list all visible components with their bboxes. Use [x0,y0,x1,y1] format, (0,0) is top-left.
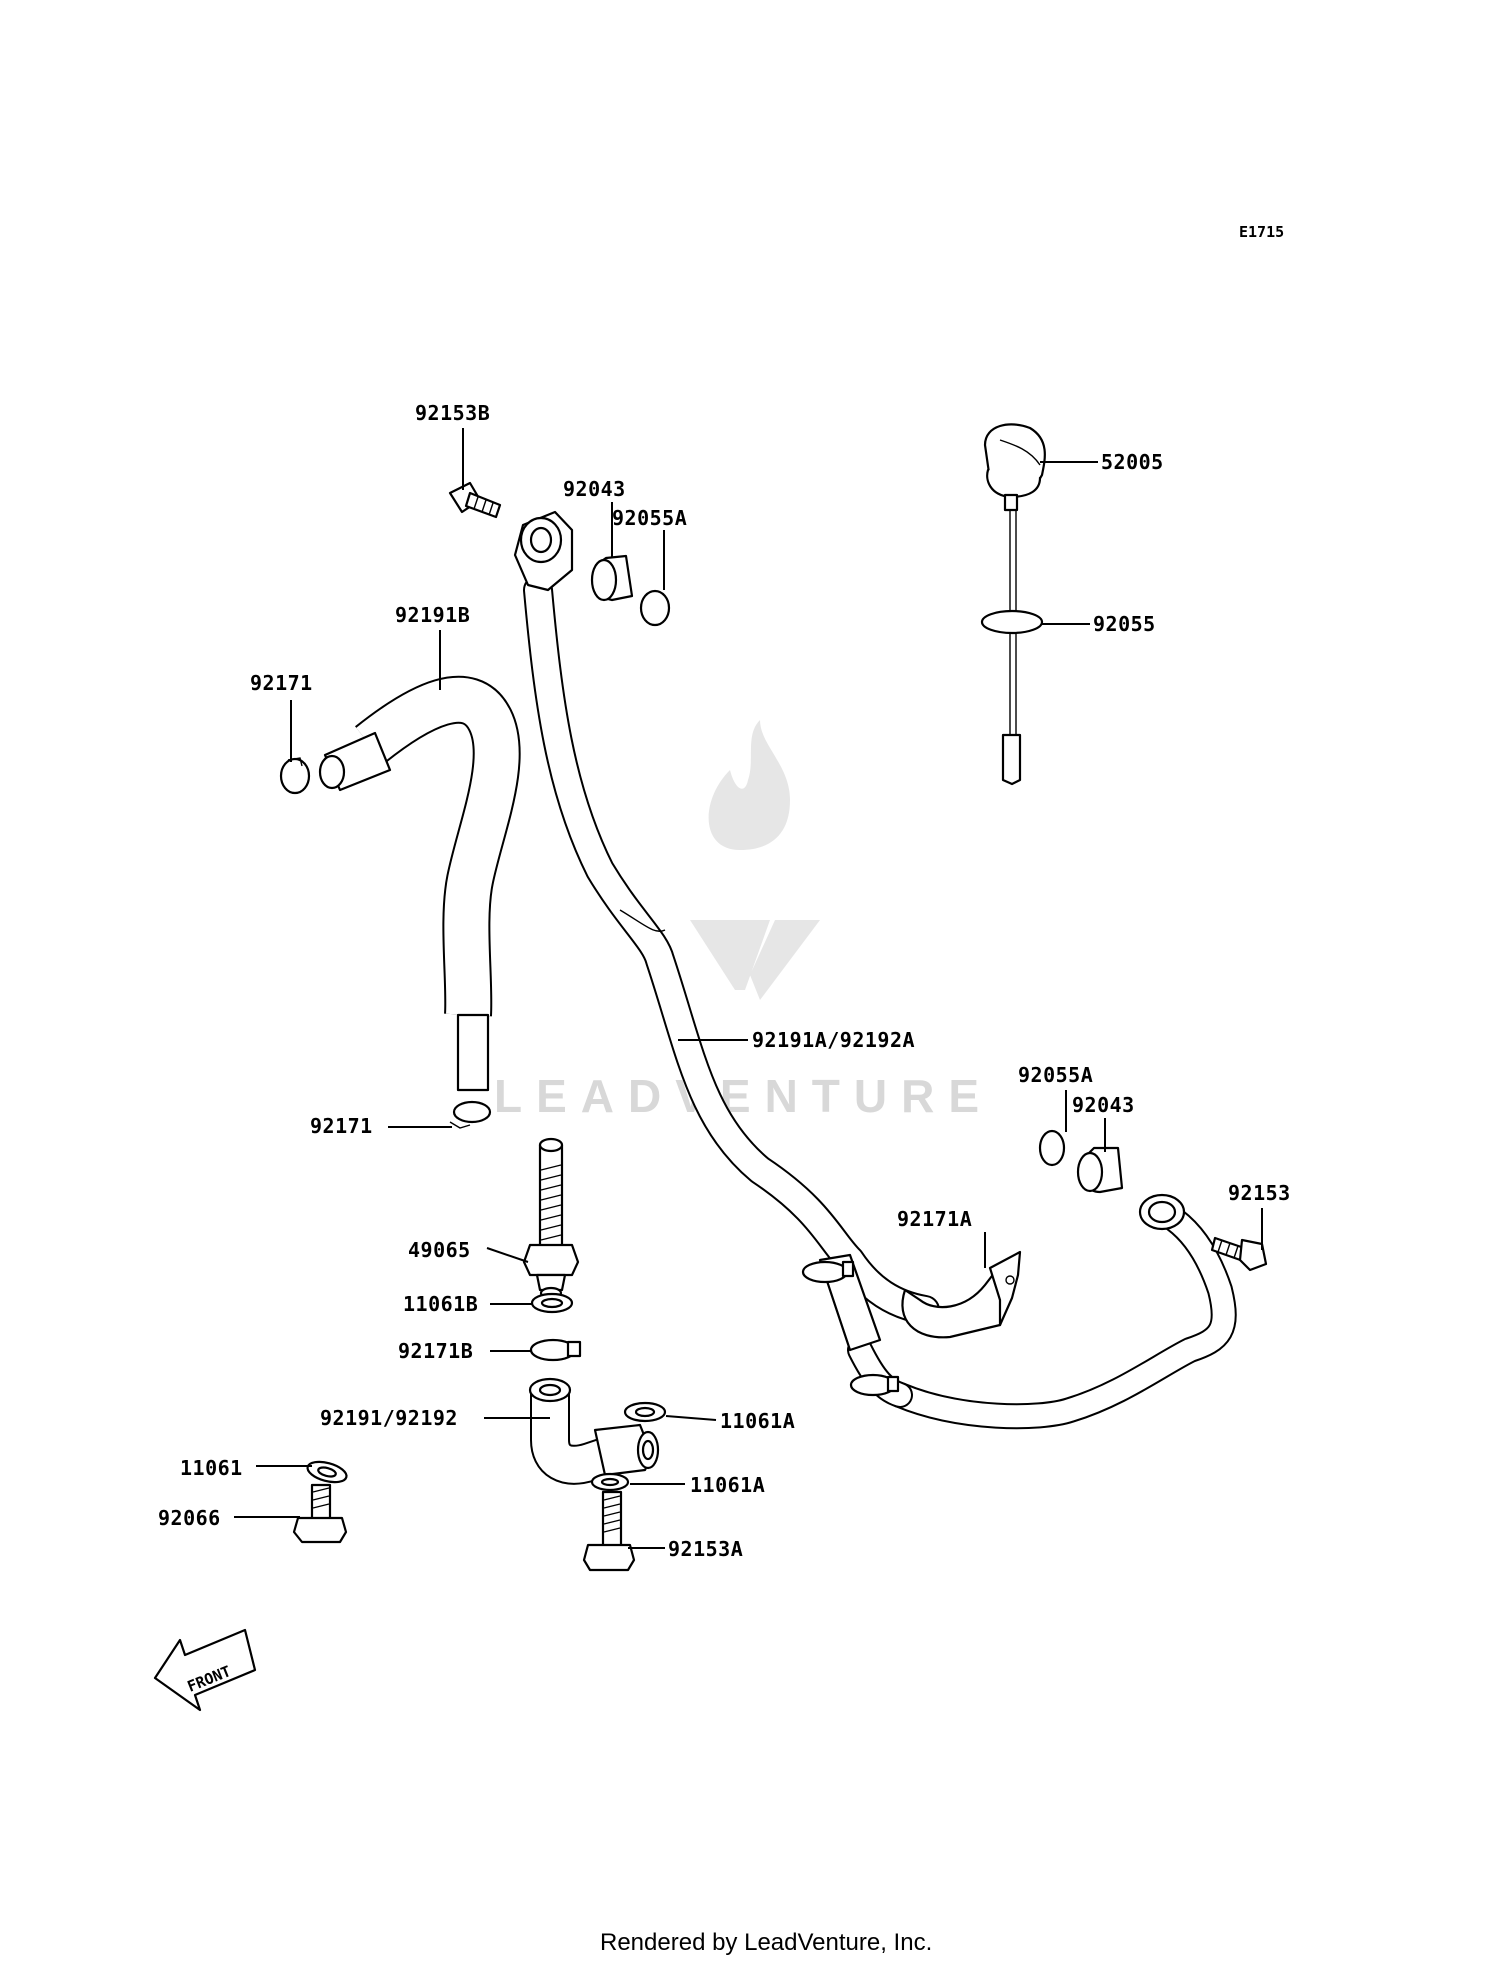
bolt-92066 [292,1483,348,1544]
footer-credit: Rendered by LeadVenture, Inc. [600,1929,932,1956]
oring-92055A-right [1038,1129,1066,1167]
front-arrow: FRONT [153,1628,257,1712]
dipstick-52005 [983,423,1046,786]
oring-92055 [980,609,1044,635]
hose-92191B [318,675,521,1092]
label-92191A: 92191A/92192A [752,1028,915,1052]
bolt-92153A [582,1490,636,1572]
label-92055: 92055 [1093,612,1156,636]
label-11061A-b: 11061A [690,1473,765,1497]
clamp-92171B [529,1338,582,1362]
bolt-92153B [448,481,502,519]
label-92055A-right: 92055A [1018,1063,1093,1087]
washer-11061A-bottom [590,1472,630,1492]
label-92171-top: 92171 [250,671,313,695]
diagram-code: E1715 [1239,223,1284,241]
label-11061: 11061 [180,1456,243,1480]
label-92171-low: 92171 [310,1114,373,1138]
watermark-text: LEADVENTURE [494,1070,993,1122]
clamp-92171A [901,1250,1022,1339]
washer-11061 [306,1460,348,1484]
label-92055A-top: 92055A [612,506,687,530]
leader-lines [234,428,1263,1549]
watermark: LEADVENTURE [494,720,993,1122]
label-52005: 52005 [1101,450,1164,474]
flame-icon [708,720,790,850]
label-92171A: 92171A [897,1207,972,1231]
hose-92191A [513,510,1237,1430]
label-11061B: 11061B [403,1292,478,1316]
v-logo-icon [690,920,820,1000]
clamp-92171-top [279,757,311,795]
collar-92043-right [1076,1146,1124,1194]
label-92191B: 92191B [395,603,470,627]
label-49065: 49065 [408,1238,471,1262]
label-92171B: 92171B [398,1339,473,1363]
label-92066: 92066 [158,1506,221,1530]
label-92153A: 92153A [668,1537,743,1561]
clamp-92171-low [449,1100,492,1129]
oring-92055A-top [639,589,671,627]
fitting-49065 [522,1137,580,1300]
bolt-92153 [1210,1236,1268,1272]
label-92191: 92191/92192 [320,1406,458,1430]
label-92153B: 92153B [415,401,490,425]
label-92153: 92153 [1228,1181,1291,1205]
label-92043-top: 92043 [563,477,626,501]
label-92043-right: 92043 [1072,1093,1135,1117]
label-11061A-a: 11061A [720,1409,795,1433]
collar-92043-top [590,554,634,602]
washer-11061B [530,1292,574,1314]
hose-92191 [528,1377,660,1485]
washer-11061A-top [623,1401,667,1423]
